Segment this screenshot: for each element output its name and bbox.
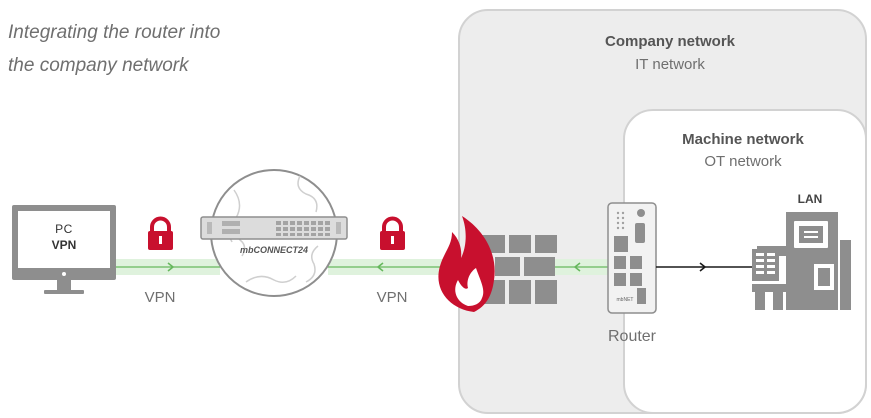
pc-label-top: PC (55, 222, 73, 236)
company-network-title: Company network (604, 33, 736, 50)
rack-server-icon (200, 216, 348, 240)
lock-icon (380, 216, 405, 250)
arrow-left-icon (573, 262, 581, 272)
router-device-icon (607, 202, 657, 314)
arrow-left-icon (376, 262, 384, 272)
caption-line-2: the company network (8, 55, 189, 76)
vpn-label-right: VPN (376, 289, 408, 306)
machine-network-title: Machine network (682, 131, 804, 148)
machine-network-subtitle: OT network (704, 153, 782, 170)
pc-label-bottom: VPN (51, 238, 77, 252)
flame-icon (438, 216, 495, 312)
lock-icon (148, 216, 173, 250)
arrow-right-icon (699, 262, 707, 272)
machine-icon (752, 212, 851, 310)
caption-line-1: Integrating the router into (8, 22, 221, 43)
router-device-brand: mbNET (616, 297, 634, 303)
lan-label: LAN (797, 192, 823, 206)
company-network-subtitle: IT network (635, 56, 705, 73)
vpn-label-left: VPN (144, 289, 176, 306)
diagram-caption: Integrating the router into the company … (8, 16, 220, 82)
arrow-right-icon (167, 262, 175, 272)
monitor-icon (12, 205, 116, 294)
cloud-brand-label: mbCONNECT24 (239, 245, 308, 255)
router-label: Router (607, 328, 657, 345)
